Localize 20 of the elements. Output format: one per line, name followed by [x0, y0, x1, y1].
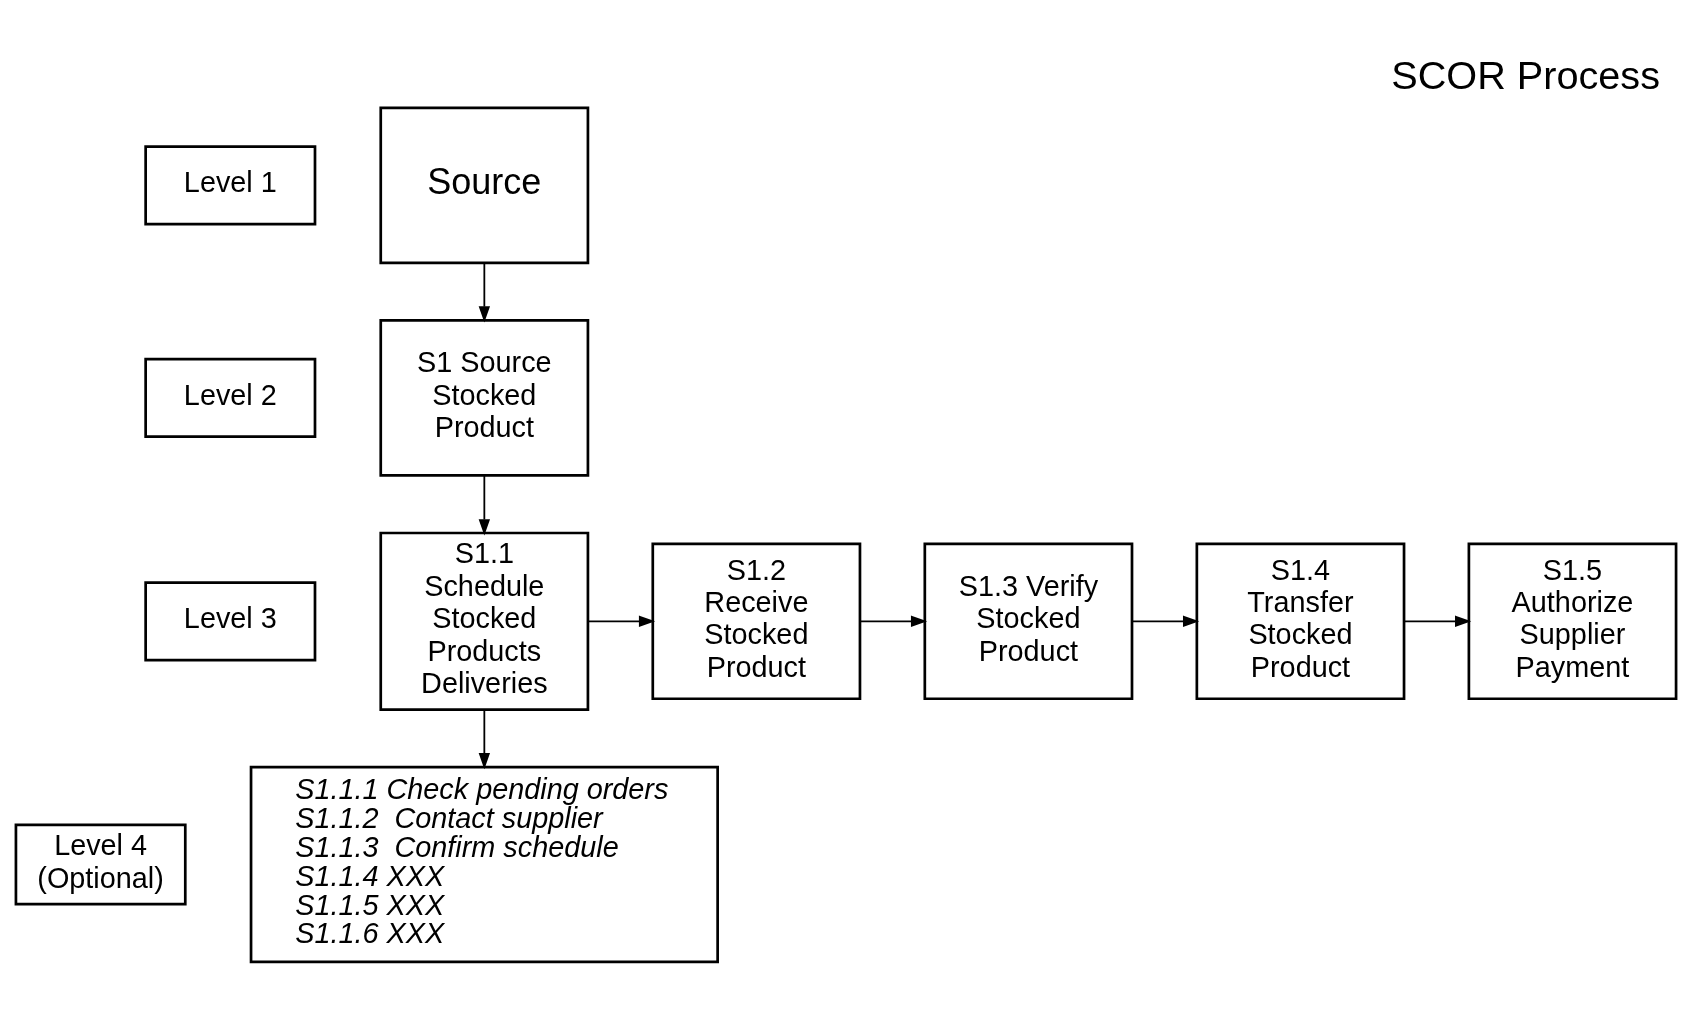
- arrow: [587, 615, 656, 627]
- node-box: Level 4 (Optional): [14, 823, 187, 906]
- arrow: [478, 262, 490, 323]
- node-box: Source: [379, 106, 590, 265]
- node-box: S1.1.1 Check pending orders S1.1.2 Contact supplier S1.1.3 Confirm schedule S1.1.4 XXX S1.1.5 XXX S1.1.6 XXX: [249, 765, 719, 964]
- node-box: S1.4 Transfer Stocked Product: [1195, 542, 1406, 701]
- node-box: S1.5 Authorize Supplier Payment: [1467, 542, 1678, 701]
- diagram-title: SCOR Process: [1391, 53, 1660, 98]
- arrow: [478, 475, 490, 536]
- node-box: S1.1 Schedule Stocked Products Deliveries: [379, 531, 590, 711]
- node-box: S1.2 Receive Stocked Product: [651, 542, 862, 701]
- node-box: S1.3 Verify Stocked Product: [923, 542, 1134, 701]
- arrow: [1131, 615, 1200, 627]
- arrow: [859, 615, 928, 627]
- arrow: [478, 708, 490, 770]
- node-box: Level 3: [144, 581, 317, 662]
- node-box: S1 Source Stocked Product: [379, 319, 590, 477]
- node-box: Level 2: [144, 357, 317, 438]
- arrow: [1403, 615, 1472, 627]
- node-box: Level 1: [144, 145, 317, 226]
